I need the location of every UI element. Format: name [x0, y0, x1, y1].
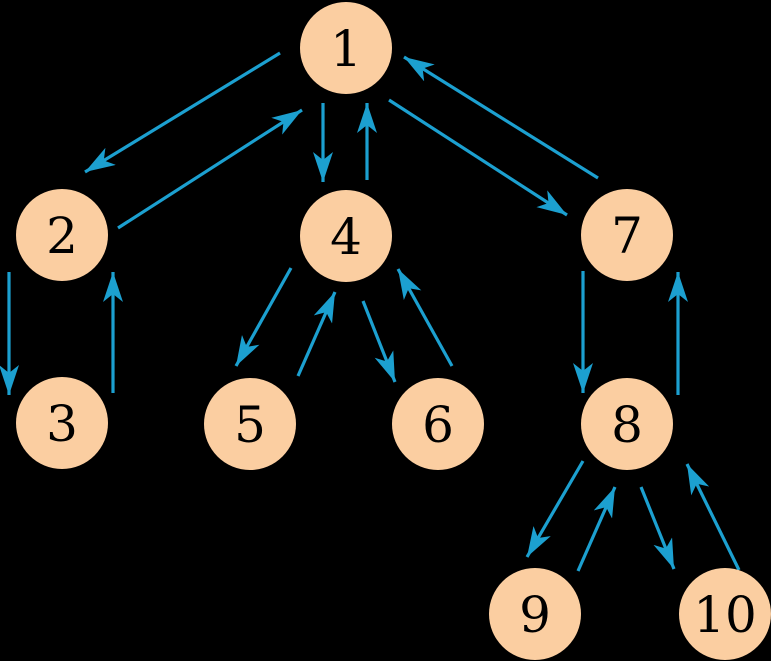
edge-6-to-4 — [396, 268, 454, 367]
node-label-4: 4 — [330, 208, 362, 266]
node-label-10: 10 — [693, 586, 757, 644]
edge-4-to-6 — [361, 300, 397, 383]
node-circle-1 — [300, 2, 392, 94]
node-3: 3 — [16, 377, 108, 469]
edge-10-to-8 — [685, 463, 741, 571]
edge-5-to-4 — [296, 291, 337, 377]
node-label-9: 9 — [519, 586, 551, 644]
node-label-2: 2 — [46, 207, 78, 265]
node-10: 10 — [679, 568, 771, 660]
edge-8-to-9 — [525, 460, 585, 558]
edge-7-to-1 — [403, 55, 599, 180]
node-label-1: 1 — [330, 20, 362, 78]
edge-1-to-7 — [388, 98, 568, 217]
node-label-5: 5 — [234, 396, 266, 454]
node-circle-4 — [300, 190, 392, 282]
node-9: 9 — [489, 568, 581, 660]
node-label-6: 6 — [422, 396, 454, 454]
edge-1-to-2 — [84, 51, 281, 174]
node-circle-9 — [489, 568, 581, 660]
node-6: 6 — [392, 378, 484, 470]
node-circle-3 — [16, 377, 108, 469]
node-circle-5 — [204, 378, 296, 470]
edge-4-to-5 — [234, 267, 293, 367]
node-label-7: 7 — [611, 207, 643, 265]
node-circle-10 — [679, 568, 771, 660]
edge-8-to-10 — [639, 486, 676, 570]
node-5: 5 — [204, 378, 296, 470]
node-circle-8 — [581, 378, 673, 470]
edges-layer — [0, 51, 741, 572]
nodes-layer: 1 2 4 7 3 5 6 8 9 10 — [16, 2, 771, 660]
node-1: 1 — [300, 2, 392, 94]
node-label-3: 3 — [46, 395, 78, 453]
node-2: 2 — [16, 189, 108, 281]
node-circle-6 — [392, 378, 484, 470]
node-label-8: 8 — [611, 396, 643, 454]
node-8: 8 — [581, 378, 673, 470]
node-4: 4 — [300, 190, 392, 282]
node-circle-7 — [581, 189, 673, 281]
node-circle-2 — [16, 189, 108, 281]
edge-9-to-8 — [576, 486, 617, 572]
node-7: 7 — [581, 189, 673, 281]
edge-2-to-1 — [117, 108, 303, 230]
